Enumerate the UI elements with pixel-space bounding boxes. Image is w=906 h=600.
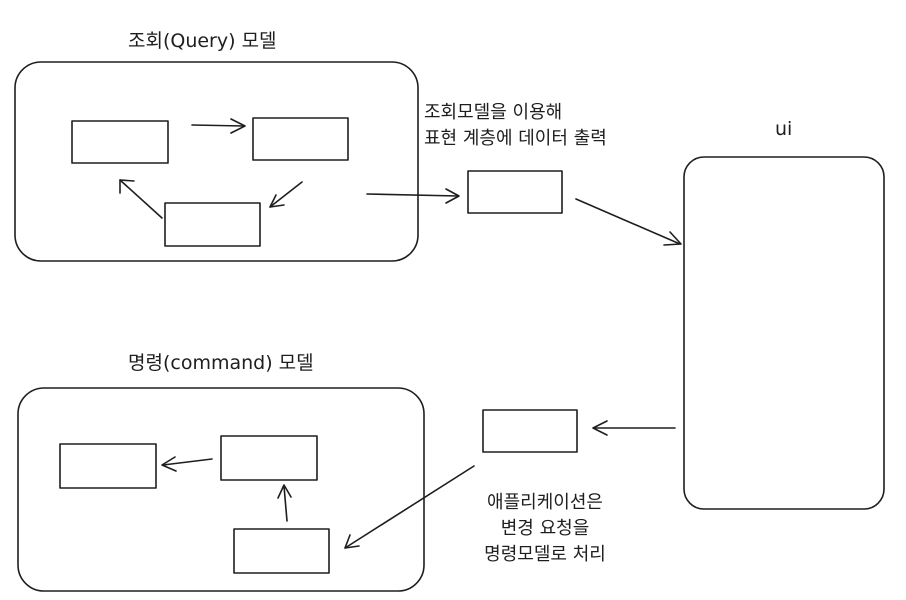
command-note-line-3: 명령모델로 처리	[484, 544, 606, 565]
command-component-1	[59, 443, 157, 489]
command-arrow-2-to-1	[161, 456, 213, 472]
command-component-2	[220, 435, 318, 481]
query-note-line-1: 조회모델을 이용해	[424, 102, 563, 123]
query-component-3	[164, 202, 261, 247]
ui-label: ui	[775, 118, 793, 140]
command-note: 애플리케이션은 변경 요청을 명령모델로 처리	[450, 490, 640, 568]
query-view-box	[467, 170, 563, 214]
ui-to-request-arrow	[592, 420, 676, 436]
query-component-1	[71, 120, 169, 164]
query-note-line-2: 표현 계층에 데이터 출력	[424, 128, 607, 149]
query-arrow-to-3	[269, 181, 303, 208]
query-arrow-3-to-1	[119, 179, 163, 219]
query-arrow-1-to-2	[191, 118, 246, 134]
query-note: 조회모델을 이용해 표현 계층에 데이터 출력	[424, 100, 607, 152]
ui-panel	[683, 156, 885, 510]
query-model-title: 조회(Query) 모델	[128, 30, 277, 52]
command-component-3	[233, 528, 330, 574]
request-to-command-arrow	[344, 465, 475, 549]
command-request-box	[482, 409, 578, 453]
command-note-line-1: 애플리케이션은	[487, 492, 603, 513]
command-arrow-3-to-2	[277, 484, 292, 522]
command-note-line-2: 변경 요청을	[500, 518, 590, 539]
query-model-container	[14, 61, 419, 262]
view-to-ui-arrow	[575, 198, 682, 246]
query-component-2	[252, 117, 349, 161]
command-model-container	[17, 387, 425, 592]
command-model-title: 명령(command) 모델	[128, 352, 314, 374]
query-output-arrow	[366, 188, 460, 204]
